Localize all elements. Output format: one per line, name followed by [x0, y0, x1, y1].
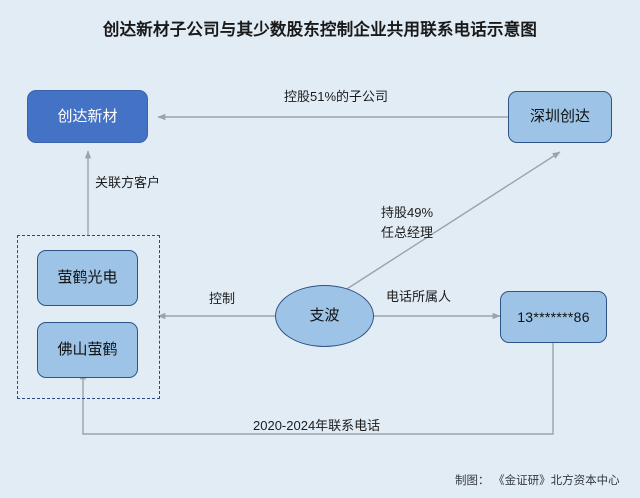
node-chuangda-xincai-label: 创达新材: [57, 107, 118, 125]
page-title: 创达新材子公司与其少数股东控制企业共用联系电话示意图: [102, 21, 538, 39]
node-yinghe-guangdian-label: 萤鹤光电: [57, 269, 118, 286]
node-foshan-yinghe[interactable]: 佛山萤鹤: [37, 322, 138, 378]
node-phone-number[interactable]: 13*******86: [500, 291, 607, 343]
node-shenzhen-chuangda[interactable]: 深圳创达: [508, 91, 612, 143]
edge-label-holding51: 控股51%的子公司: [284, 88, 388, 107]
edge-label-holding51-text: 控股51%的子公司: [284, 89, 389, 104]
edge-label-phone-owner-text: 电话所属人: [386, 289, 452, 304]
edge-label-holding49: 持股49% 任总经理: [381, 203, 433, 243]
edge-label-related-party: 关联方客户: [95, 174, 160, 193]
edge-label-phone-period-text: 2020-2024年联系电话: [253, 418, 381, 433]
edge-label-general-manager-text: 任总经理: [381, 225, 434, 241]
edge-label-phone-owner: 电话所属人: [386, 288, 451, 307]
connector-holding49: [338, 151, 561, 295]
edge-label-phone-period: 2020-2024年联系电话: [253, 417, 380, 436]
node-foshan-yinghe-label: 佛山萤鹤: [57, 341, 118, 358]
edge-label-holding49-text: 持股49%: [381, 205, 434, 220]
node-chuangda-xincai[interactable]: 创达新材: [27, 90, 148, 143]
edge-label-control: 控制: [209, 290, 235, 309]
node-shenzhen-chuangda-label: 深圳创达: [529, 108, 590, 125]
node-phone-number-label: 13*******86: [517, 308, 590, 325]
connector-phone-period: [79, 343, 554, 435]
minority-shareholder-group: [17, 235, 160, 399]
node-yinghe-guangdian[interactable]: 萤鹤光电: [37, 250, 138, 306]
credit-line: 制图： 《金证研》北方资本中心: [455, 473, 620, 487]
node-zhibo[interactable]: 支波: [275, 285, 374, 347]
node-zhibo-label: 支波: [309, 307, 340, 324]
edge-label-control-text: 控制: [209, 291, 236, 306]
edge-label-related-party-text: 关联方客户: [95, 175, 161, 190]
